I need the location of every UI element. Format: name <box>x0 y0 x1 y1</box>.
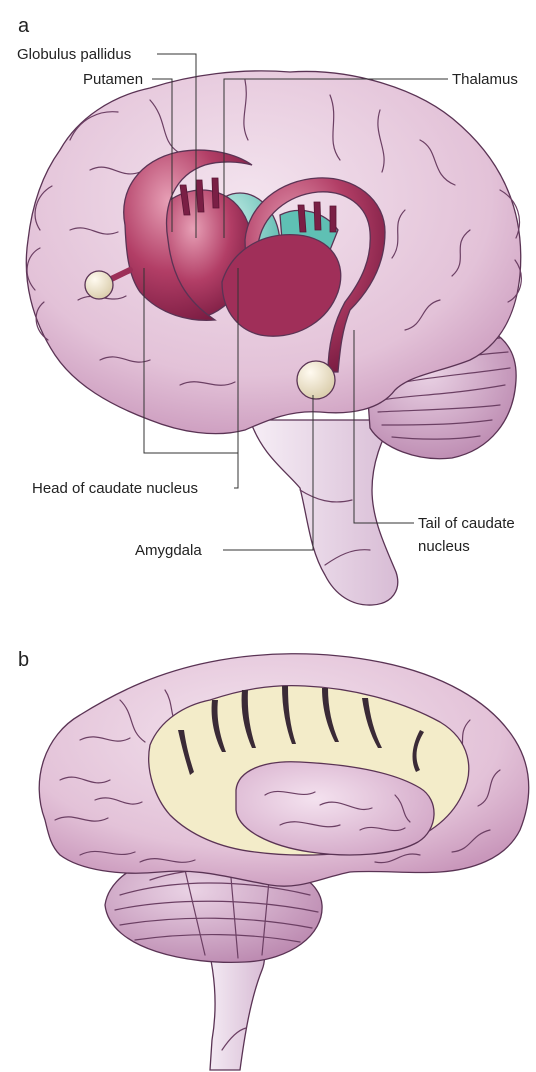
brainstem <box>250 420 398 605</box>
panel-b-illustration <box>39 654 529 1070</box>
label-head-of-caudate-text: Head of caudate nucleus <box>32 480 198 497</box>
label-tail-of-caudate-line2: nucleus <box>418 538 470 555</box>
label-amygdala-text: Amygdala <box>135 542 202 559</box>
label-globulus-pallidus-text: Globulus pallidus <box>17 46 131 63</box>
panel-a-label: a <box>18 15 30 37</box>
anterior-knob <box>85 271 113 299</box>
amygdala <box>297 361 335 399</box>
label-putamen-text: Putamen <box>83 71 143 88</box>
label-tail-of-caudate-line1: Tail of caudate <box>418 515 515 532</box>
panel-b-label: b <box>18 649 29 671</box>
label-thalamus-text: Thalamus <box>452 71 518 88</box>
